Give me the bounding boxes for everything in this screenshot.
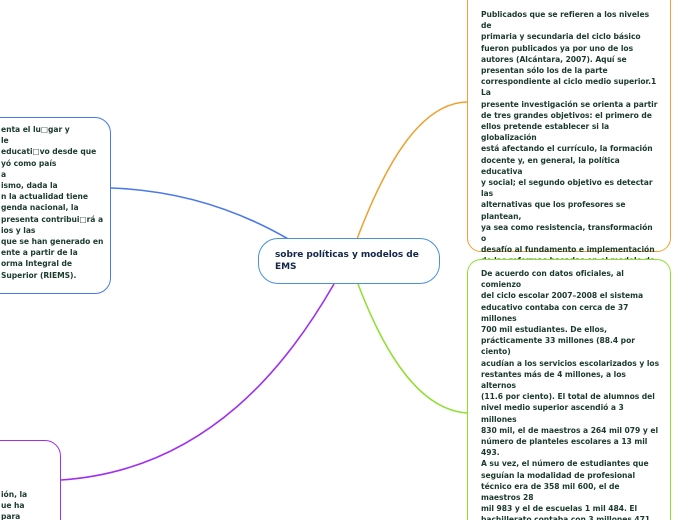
topic-node-green[interactable]: De acuerdo con datos oficiales, al comie… bbox=[467, 259, 671, 520]
topic-node-orange[interactable]: Publicados que se refieren a los niveles… bbox=[467, 0, 671, 366]
topic-node-purple[interactable]: ión, la ue ha para bbox=[0, 440, 61, 520]
connector-purple bbox=[60, 283, 335, 481]
connector-blue bbox=[110, 187, 291, 241]
connector-orange bbox=[356, 101, 468, 240]
central-topic-label: sobre políticas y modelos de EMS bbox=[275, 250, 419, 272]
central-topic-node[interactable]: sobre políticas y modelos de EMS bbox=[258, 238, 440, 284]
topic-text-purple: ión, la ue ha para bbox=[1, 490, 28, 520]
topic-node-blue[interactable]: enta el lu□gar y le educati□vo desde que… bbox=[0, 117, 111, 294]
topic-text-blue: enta el lu□gar y le educati□vo desde que… bbox=[1, 125, 104, 280]
connector-green bbox=[357, 283, 468, 414]
topic-text-green: De acuerdo con datos oficiales, al comie… bbox=[481, 269, 660, 520]
